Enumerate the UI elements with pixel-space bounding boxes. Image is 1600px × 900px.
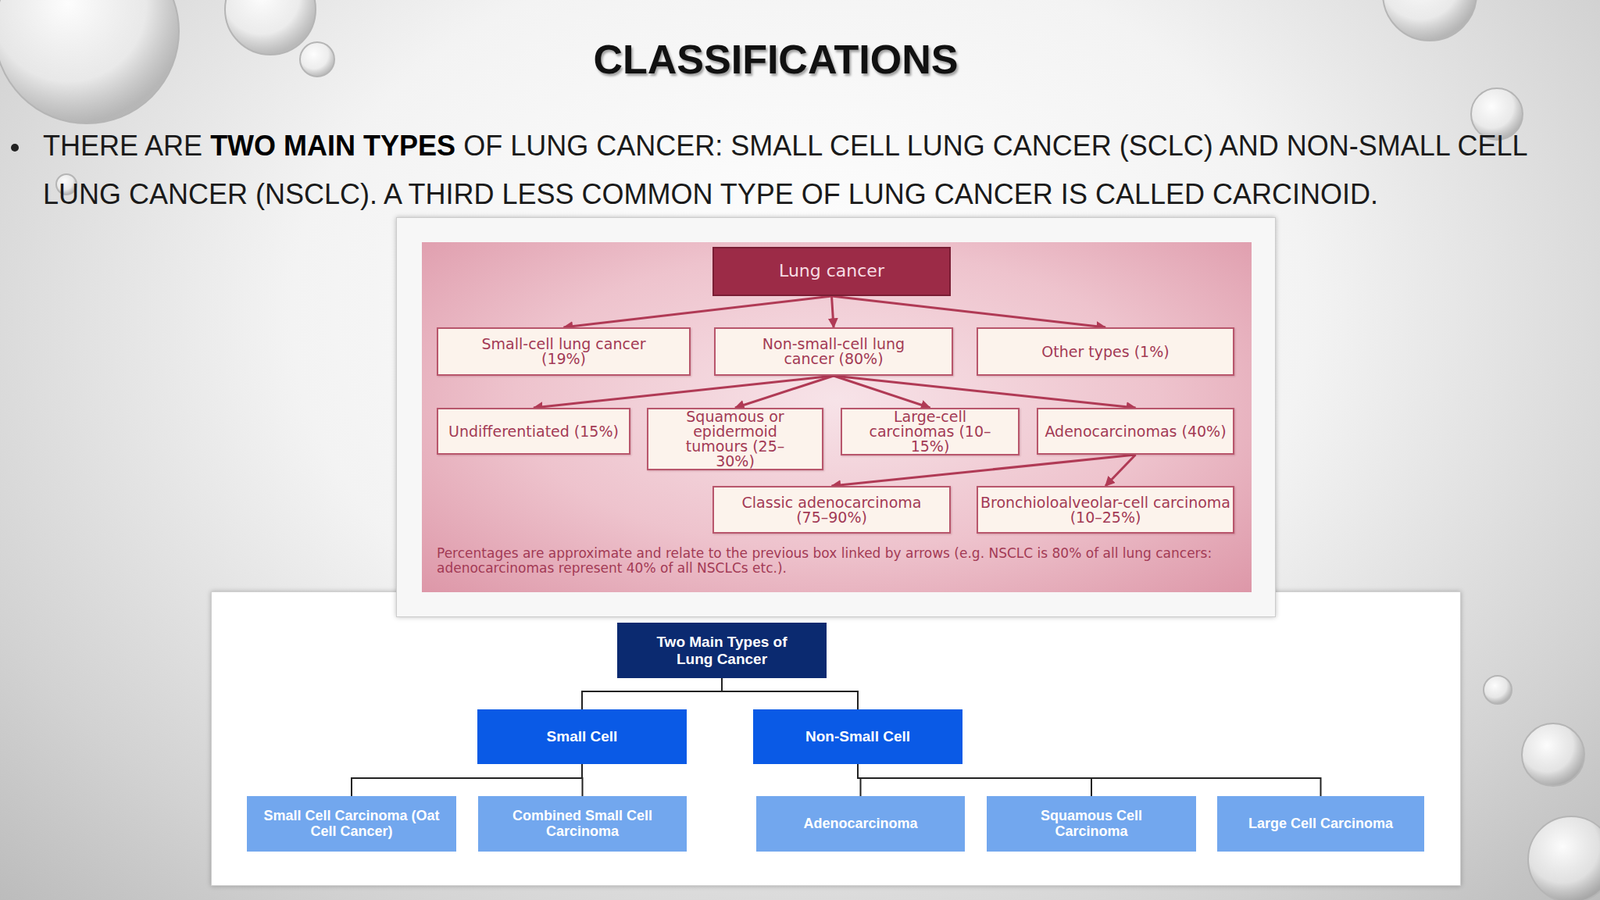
subtype-box: Large Cell Carcinoma [1217, 796, 1425, 852]
droplet [1528, 816, 1600, 900]
node-label: Bronchioloalveolar-cell carcinoma (10–25… [980, 495, 1231, 525]
node-label: Other types (1%) [1041, 344, 1169, 360]
subtype-box: Adenocarcinoma [756, 796, 965, 852]
tree-connector [582, 678, 722, 710]
node-label: Classic adenocarcinoma (75–90%) [742, 495, 922, 525]
droplet [225, 0, 316, 55]
tree-connector [721, 678, 858, 710]
subtype-box: Squamous or epidermoid tumours (25–30%) [646, 407, 824, 471]
tree-connector [857, 764, 861, 797]
category-box: Non-small-cell lung cancer (80%) [714, 327, 954, 376]
category-box: Non-Small Cell [753, 709, 963, 765]
node-label: Large-cell carcinomas (10–15%) [860, 409, 1001, 454]
node-label: Adenocarcinomas (40%) [1044, 424, 1226, 440]
arrow-connector [833, 375, 1136, 408]
node-label: Two Main Types of Lung Cancer [643, 633, 800, 668]
droplet [1483, 675, 1512, 704]
tree-connector [857, 764, 1322, 797]
arrow-connector [832, 296, 835, 328]
arrow-connector [564, 296, 833, 328]
node-label: Adenocarcinoma [803, 816, 918, 833]
droplet [300, 42, 335, 77]
node-label: Non-small-cell lung cancer (80%) [739, 336, 928, 367]
node-label: Small Cell Carcinoma (Oat Cell Cancer) [253, 808, 450, 840]
subtype-box: Bronchioloalveolar-cell carcinoma (10–25… [976, 485, 1235, 534]
subtype-box: Large-cell carcinomas (10–15%) [840, 407, 1020, 456]
subtype-box: Squamous Cell Carcinoma [986, 796, 1197, 852]
subtype-box: Small Cell Carcinoma (Oat Cell Cancer) [246, 796, 457, 852]
arrow-connector [735, 375, 834, 408]
node-label: Non-Small Cell [805, 728, 911, 746]
bullet-dot [9, 142, 21, 154]
node-label: Squamous Cell Carcinoma [1013, 808, 1170, 840]
subtype-box: Classic adenocarcinoma (75–90%) [712, 485, 951, 534]
subtype-box: Combined Small Cell Carcinoma [478, 796, 687, 852]
node-label: Undifferentiated (15%) [448, 424, 619, 440]
arrow-connector [833, 375, 931, 408]
bullet-paragraph: THERE ARETWO MAIN TYPESOF LUNG CANCER: S… [42, 121, 1567, 219]
node-label: Large Cell Carcinoma [1248, 816, 1393, 833]
arrow-connector [832, 454, 1136, 486]
tree-connector [351, 764, 583, 797]
tree-connector [581, 764, 584, 797]
slide-title: CLASSIFICATIONS [0, 35, 1552, 83]
node-label: Small-cell lung cancer (19%) [474, 336, 654, 367]
bullet-text-bold: TWO MAIN TYPES [210, 129, 456, 162]
bullet-text: THERE ARE [42, 129, 203, 162]
droplet [0, 0, 179, 124]
footnote-area: Percentages are approximate and relate t… [436, 546, 1218, 576]
arrow-connector [1105, 454, 1136, 486]
arrow-connector [533, 375, 834, 408]
subtype-box: Adenocarcinomas (40%) [1036, 407, 1235, 455]
category-box: Other types (1%) [976, 327, 1235, 376]
category-box: Small Cell [477, 709, 687, 765]
node-label: Lung cancer [778, 261, 885, 281]
subtype-box: Undifferentiated (15%) [436, 407, 631, 455]
root-box: Two Main Types of Lung Cancer [617, 622, 827, 679]
droplet [1521, 723, 1585, 786]
droplet [1382, 0, 1477, 41]
node-label: Squamous or epidermoid tumours (25–30%) [672, 409, 798, 469]
category-box: Small-cell lung cancer (19%) [436, 327, 691, 376]
tree-connector [857, 764, 1092, 797]
bullet-dot-shape [10, 143, 19, 152]
arrow-connector [832, 296, 1107, 328]
root-box: Lung cancer [712, 246, 951, 297]
node-label: Small Cell [546, 728, 618, 746]
footnote: Percentages are approximate and relate t… [436, 546, 1218, 576]
node-label: Combined Small Cell Carcinoma [504, 808, 661, 840]
